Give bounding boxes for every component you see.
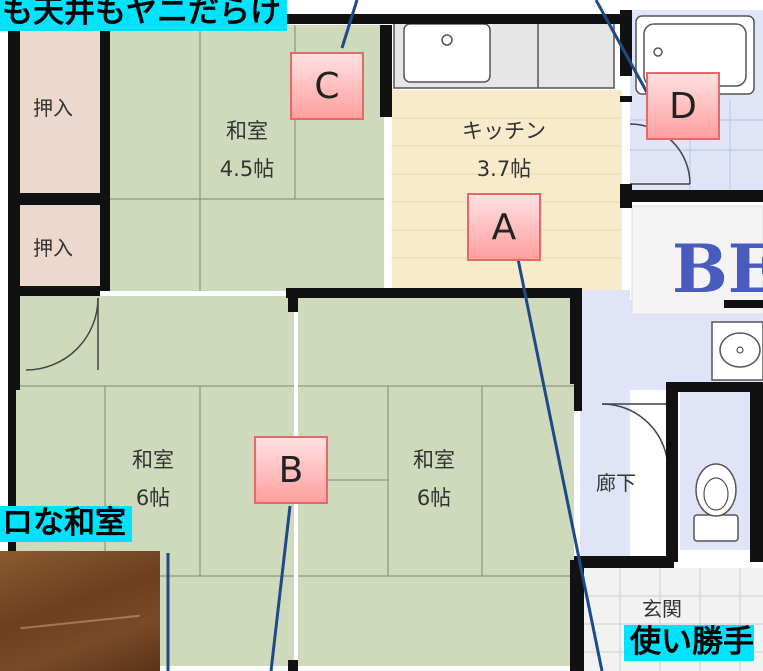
marker-d: D (646, 72, 720, 140)
closet-lower (16, 204, 104, 286)
kitchen-floor (392, 90, 622, 290)
walls (8, 10, 763, 671)
hallway-label: 廊下 (596, 471, 636, 495)
room-6-right-size: 6帖 (416, 486, 452, 510)
room-4-5-label: 和室 4.5帖 (220, 112, 274, 188)
kitchen-label: キッチン 3.7帖 (462, 112, 546, 188)
kitchen-name: キッチン (462, 119, 546, 143)
kitchen-size: 3.7帖 (476, 157, 532, 181)
room-6-right-label: 和室 6帖 (413, 441, 455, 517)
leader-lines (166, 0, 652, 671)
room-6-right-name: 和室 (413, 448, 455, 472)
sign-text: BE (672, 230, 763, 308)
closet-upper-label: 押入 (33, 96, 73, 120)
room-4-5-size: 4.5帖 (219, 157, 275, 181)
callout-top: も天井もヤニだらけ (0, 0, 287, 31)
toilet-icon (693, 463, 739, 542)
room-photo (0, 551, 160, 671)
callout-bottom-right: 使い勝手 (624, 624, 754, 661)
callout-left: ロな和室 (0, 505, 132, 542)
room-6-left-name: 和室 (132, 448, 174, 472)
marker-a: A (467, 193, 541, 261)
room-6-left-label: 和室 6帖 (132, 441, 174, 517)
room-4-5-name: 和室 (226, 119, 268, 143)
entrance-label: 玄関 (642, 597, 682, 621)
marker-b: B (254, 436, 328, 504)
door-swings (25, 123, 691, 471)
tatami-room-6-right (298, 296, 574, 666)
sign-board: BE (631, 205, 763, 315)
room-6-left-size: 6帖 (135, 486, 171, 510)
closet-lower-label: 押入 (33, 236, 73, 260)
washbasin (711, 321, 763, 381)
closet-upper (16, 25, 104, 193)
marker-c: C (290, 52, 364, 120)
kitchen-counter (393, 17, 615, 89)
